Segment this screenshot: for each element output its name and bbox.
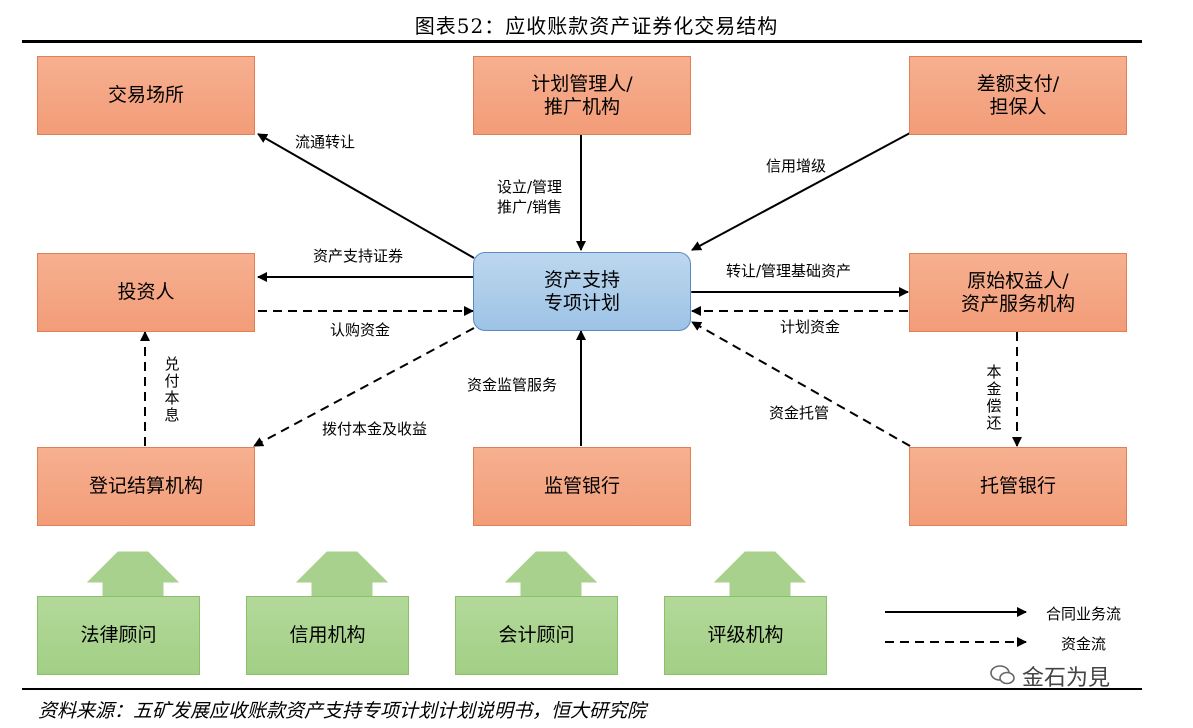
accounting-box: 会计顾问 [455,596,618,675]
label-circulation: 流通转让 [295,133,356,151]
guarantor-label-line1: 差额支付/ [976,72,1060,95]
supervisor-bank-label: 监管银行 [543,475,620,497]
spv-label-line1: 资产支持 [543,268,620,291]
spv-box: 资产支持专项计划 [473,252,691,331]
label-transfer: 转让/管理基础资产 [726,262,852,280]
originator-label-line1: 原始权益人/ [967,269,1069,292]
label-repay: 本金偿还 [986,363,1002,432]
legend-contract-label: 合同业务流 [1046,605,1122,623]
arrow-credit-enhance [691,132,911,251]
credit-label: 信用机构 [289,624,366,646]
legal-box: 法律顾问 [37,596,200,675]
spv-label-line2: 专项计划 [543,291,620,314]
label-credit-enhance: 信用增级 [766,157,827,175]
investor-box: 投资人 [37,253,255,332]
guarantor-label-line2: 担保人 [989,95,1047,118]
top-rule [22,40,1142,43]
manager-label-line2: 推广机构 [543,95,620,118]
wechat-icon [990,665,1015,685]
label-fund-supervision: 资金监管服务 [467,376,558,394]
bottom-rule [22,688,1142,690]
rating-label: 评级机构 [707,624,784,646]
label-setup-line1: 设立/管理 [497,178,563,196]
label-custody: 资金托管 [769,404,830,422]
registry-label: 登记结算机构 [88,475,203,497]
source-note: 资料来源：五矿发展应收账款资产支持专项计划计划说明书，恒大研究院 [38,700,647,722]
rating-box: 评级机构 [664,596,827,675]
label-pay-principal: 拨付本金及收益 [322,420,428,438]
legend-funds-label: 资金流 [1061,635,1107,653]
credit-box: 信用机构 [246,596,409,675]
label-subscribe: 认购资金 [330,321,391,339]
label-abs: 资产支持证券 [313,247,404,265]
manager-box: 计划管理人/推广机构 [473,56,691,135]
arrow-pay-principal [253,327,475,447]
manager-label-line1: 计划管理人/ [531,72,633,95]
legal-label: 法律顾问 [80,624,157,646]
exchange-label: 交易场所 [107,84,184,106]
arrow-circulation [257,133,475,259]
custodian-bank-label: 托管银行 [979,475,1056,497]
figure-title: 图表52：应收账款资产证券化交易结构 [414,14,779,38]
originator-box: 原始权益人/资产服务机构 [909,253,1127,332]
label-setup-line2: 推广/销售 [497,198,563,216]
label-plan-funds: 计划资金 [780,318,841,336]
label-redeem: 兑付本息 [164,355,180,424]
exchange-box: 交易场所 [37,56,255,135]
up-arrow-rating [713,551,807,597]
investor-label: 投资人 [117,281,175,303]
originator-label-line2: 资产服务机构 [960,292,1075,315]
up-arrow-accounting [504,551,598,597]
watermark-text: 金石为見 [1022,666,1111,691]
arrow-custody [691,321,911,447]
custodian-bank-box: 托管银行 [909,447,1127,526]
accounting-label: 会计顾问 [498,624,575,646]
registry-box: 登记结算机构 [37,447,255,526]
up-arrow-legal [86,551,180,597]
up-arrow-credit [295,551,389,597]
supervisor-bank-box: 监管银行 [473,447,691,526]
guarantor-box: 差额支付/担保人 [909,56,1127,135]
